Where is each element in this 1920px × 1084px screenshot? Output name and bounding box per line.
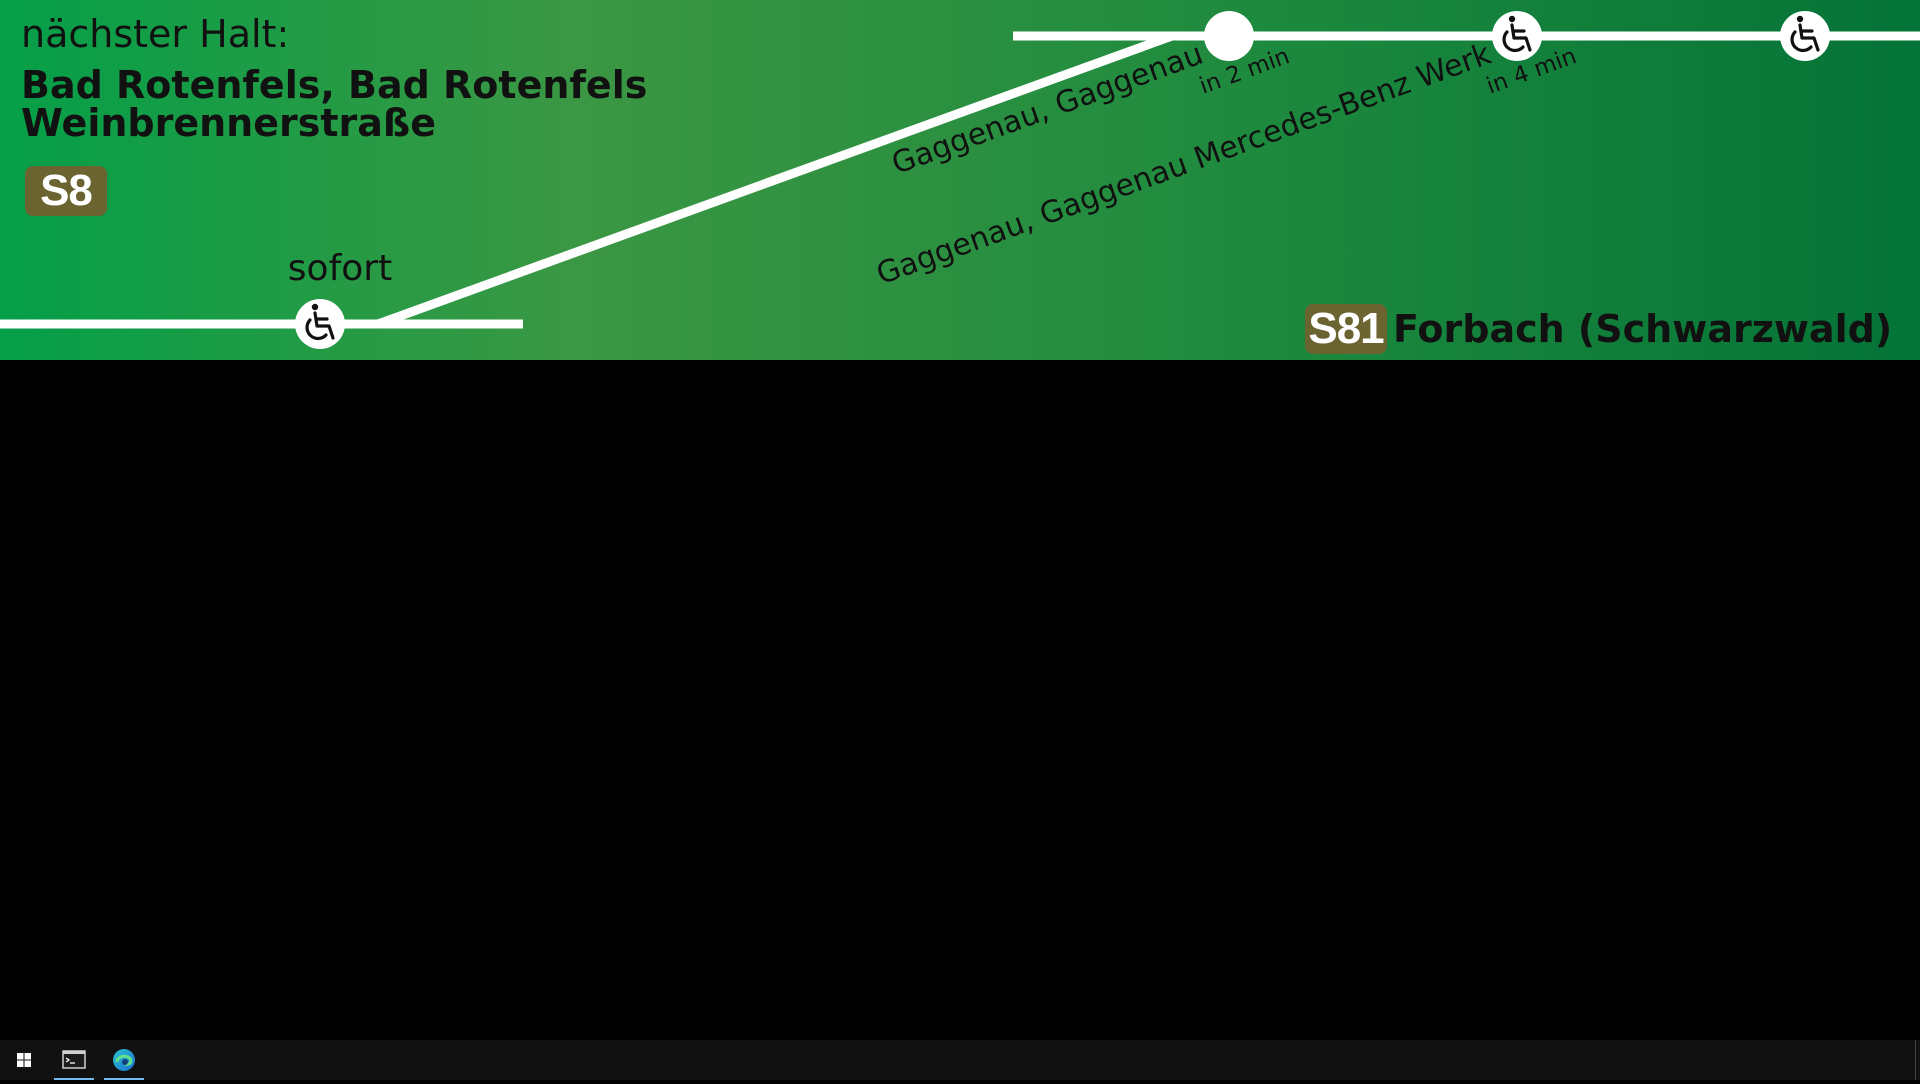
current-line-badge: S8	[25, 166, 107, 216]
active-indicator	[54, 1078, 94, 1080]
next-stop-name-line1: Bad Rotenfels, Bad Rotenfels	[21, 63, 648, 107]
show-desktop-button[interactable]	[1915, 1040, 1920, 1080]
stop-marker	[1492, 11, 1542, 61]
destination-name: Forbach (Schwarzwald)	[1393, 307, 1893, 351]
next-stop-name-line2: Weinbrennerstraße	[21, 101, 437, 145]
stop-time: sofort	[288, 248, 392, 289]
route-diagram: Gaggenau, Gaggenau Gaggenau, Gaggenau Me…	[0, 11, 1920, 349]
taskbar-edge-button[interactable]	[100, 1040, 148, 1080]
wheelchair-icon	[1502, 15, 1532, 53]
start-button[interactable]	[0, 1040, 48, 1080]
windows-start-icon	[17, 1053, 31, 1067]
terminal-icon	[62, 1050, 86, 1069]
stop-marker	[1204, 11, 1254, 61]
passenger-info-display: Gaggenau, Gaggenau Gaggenau, Gaggenau Me…	[0, 0, 1920, 360]
next-stop-label: nächster Halt:	[21, 12, 290, 56]
taskbar-terminal-button[interactable]	[50, 1040, 98, 1080]
active-indicator	[104, 1078, 144, 1080]
destination-line-badge: S81	[1305, 304, 1387, 354]
stop-circle-icon	[1204, 11, 1254, 61]
stop-marker	[295, 299, 345, 349]
next-stop-name: Bad Rotenfels, Bad Rotenfels Weinbrenner…	[21, 66, 647, 142]
edge-browser-icon	[113, 1049, 135, 1071]
wheelchair-icon	[305, 303, 335, 341]
taskbar	[0, 1040, 1920, 1080]
stop-marker	[1780, 11, 1830, 61]
wheelchair-icon	[1790, 15, 1820, 53]
track-diagonal	[376, 31, 1174, 329]
